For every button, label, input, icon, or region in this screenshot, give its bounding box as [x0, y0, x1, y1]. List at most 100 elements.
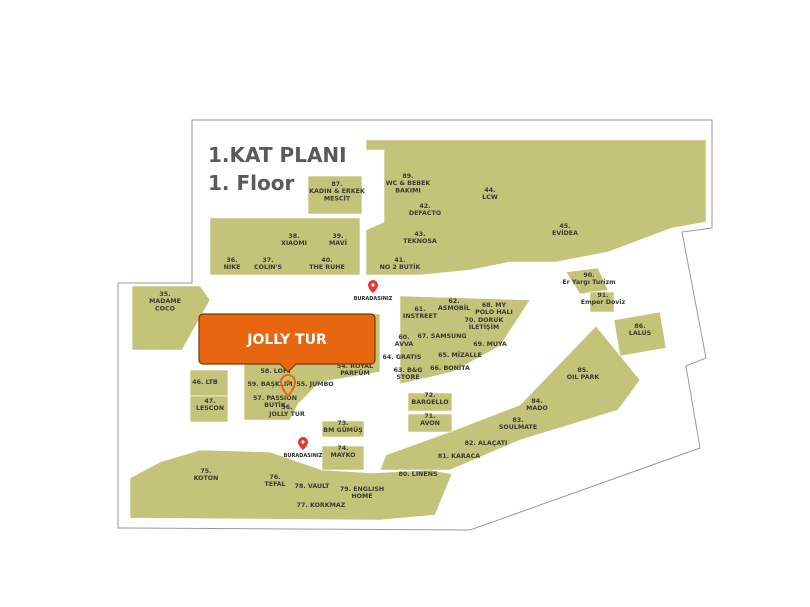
store-label-44[interactable]: 44.LCW	[482, 187, 498, 201]
store-label-84[interactable]: 84.MADO	[526, 398, 548, 412]
store-label-67[interactable]: 67. SAMSUNG	[417, 333, 466, 340]
store-label-43[interactable]: 43.TEKNOSA	[403, 231, 437, 245]
store-block-top[interactable]	[365, 139, 707, 276]
store-block-60-70[interactable]	[399, 295, 531, 385]
store-label-line: 62.	[448, 298, 459, 305]
store-label-line: Emper Doviz	[581, 299, 626, 306]
store-block-91[interactable]	[589, 291, 615, 313]
you-are-here-marker-1: BURADASINIZ	[354, 280, 393, 302]
store-label-40[interactable]: 40.THE RUHE	[309, 257, 345, 271]
callout-label: JOLLY TUR	[246, 332, 327, 348]
store-label-line: NIKE	[224, 264, 241, 271]
store-label-line: TEKNOSA	[403, 238, 437, 245]
store-label-line: 56.	[281, 404, 292, 411]
store-label-line: BUTİK	[264, 400, 287, 409]
store-label-42[interactable]: 42.DEFACTO	[409, 203, 442, 217]
store-label-85[interactable]: 85.OIL PARK	[567, 367, 601, 381]
store-block-46[interactable]	[189, 369, 229, 397]
store-label-58[interactable]: 58. LOFT	[260, 368, 292, 375]
store-block-71[interactable]	[407, 413, 453, 433]
store-label-36[interactable]: 36.NIKE	[224, 257, 241, 271]
store-label-line: 44.	[484, 187, 495, 194]
store-label-90[interactable]: 90.Er Yargı Turizm	[562, 272, 616, 286]
store-block-47[interactable]	[189, 395, 229, 423]
store-block-73[interactable]	[321, 420, 365, 438]
store-label-91[interactable]: 91.Emper Doviz	[581, 292, 626, 306]
store-label-62[interactable]: 62.ASMOBİL	[438, 298, 470, 312]
store-block-86[interactable]	[613, 311, 667, 357]
store-label-83[interactable]: 83.SOULMATE	[499, 417, 537, 431]
store-block-90[interactable]	[565, 267, 609, 295]
store-label-77[interactable]: 77. KORKMAZ	[297, 502, 346, 509]
store-block-36-40[interactable]	[209, 217, 361, 276]
callout-bubble[interactable]: JOLLY TUR	[198, 313, 376, 373]
store-label-61[interactable]: 61.INSTREET	[403, 306, 438, 320]
store-label-78[interactable]: 78. VAULT	[295, 483, 331, 490]
map-pin-icon	[279, 374, 297, 398]
store-label-line: Er Yargı Turizm	[562, 279, 616, 286]
store-label-line: 40.	[321, 257, 332, 264]
store-label-line: XIAOMI	[281, 240, 307, 247]
store-label-69[interactable]: 69. MUYA	[473, 341, 507, 348]
store-label-line: 75.	[200, 468, 211, 475]
store-label-82[interactable]: 82. ALAÇATI	[465, 440, 508, 447]
store-label-59[interactable]: 59. BAŞKLIM	[247, 381, 292, 388]
store-label-37[interactable]: 37.COLIN'S	[254, 257, 283, 271]
store-block-74[interactable]	[321, 445, 365, 471]
store-label-55[interactable]: 55. JUMBO	[296, 381, 334, 388]
store-label-76[interactable]: 76.TEFAL	[264, 474, 285, 488]
store-label-81[interactable]: 81. KARACA	[438, 453, 480, 460]
store-label-71[interactable]: 71.AVON	[420, 413, 440, 427]
title-tr: 1.KAT PLANI	[208, 143, 347, 167]
store-label-line: 72.	[424, 392, 435, 399]
store-label-line: MESCİT	[324, 193, 351, 202]
store-block-80-85[interactable]	[379, 325, 641, 471]
store-label-86[interactable]: 86.LALUS	[629, 323, 652, 337]
store-label-65[interactable]: 65. MİZALLE	[438, 350, 482, 359]
store-label-line: 45.	[559, 223, 570, 230]
store-label-47[interactable]: 47.LESCON	[196, 398, 224, 412]
store-label-line: INSTREET	[403, 313, 438, 320]
store-label-line: MADAME	[149, 298, 181, 305]
store-block-72[interactable]	[407, 392, 453, 412]
store-block-75-80[interactable]	[129, 449, 453, 521]
store-label-80[interactable]: 80. LINENS	[398, 471, 438, 478]
store-label-line: LESCON	[196, 405, 224, 412]
store-label-line: 80. LINENS	[398, 471, 438, 478]
store-label-60[interactable]: 60.AVVA	[395, 334, 414, 348]
store-block-35[interactable]	[131, 285, 211, 351]
store-label-line: 84.	[531, 398, 542, 405]
store-label-line: MADO	[526, 405, 548, 412]
store-label-line: BAKIMI	[395, 187, 421, 194]
store-label-72[interactable]: 72.BARGELLO	[411, 392, 449, 406]
store-label-line: 63. B&G	[394, 367, 423, 374]
store-label-line: THE RUHE	[309, 264, 345, 271]
store-label-line: 78. VAULT	[295, 483, 331, 490]
store-block-87[interactable]	[307, 175, 363, 215]
store-label-56[interactable]: 56.JOLLY TUR	[268, 404, 305, 418]
store-label-line: 35.	[159, 291, 170, 298]
store-label-64[interactable]: 64. GRATIS	[383, 354, 422, 361]
store-label-73[interactable]: 73.BM GÜMÜŞ	[323, 420, 363, 434]
store-label-66[interactable]: 66. BONİTA	[430, 363, 470, 372]
store-label-41[interactable]: 41.NO 2 BUTİK	[380, 257, 422, 271]
store-label-line: 83.	[512, 417, 523, 424]
selected-store-pin	[279, 374, 297, 398]
store-label-39[interactable]: 39.MAVİ	[329, 233, 347, 247]
store-label-45[interactable]: 45.EVİDEA	[552, 223, 578, 237]
store-label-74[interactable]: 74.MAYKO	[330, 445, 356, 459]
store-label-38[interactable]: 38.XIAOMI	[281, 233, 307, 247]
store-label-46[interactable]: 46. LTB	[192, 379, 218, 386]
store-label-75[interactable]: 75.KOTON	[194, 468, 219, 482]
store-label-line: NO 2 BUTİK	[380, 262, 422, 271]
